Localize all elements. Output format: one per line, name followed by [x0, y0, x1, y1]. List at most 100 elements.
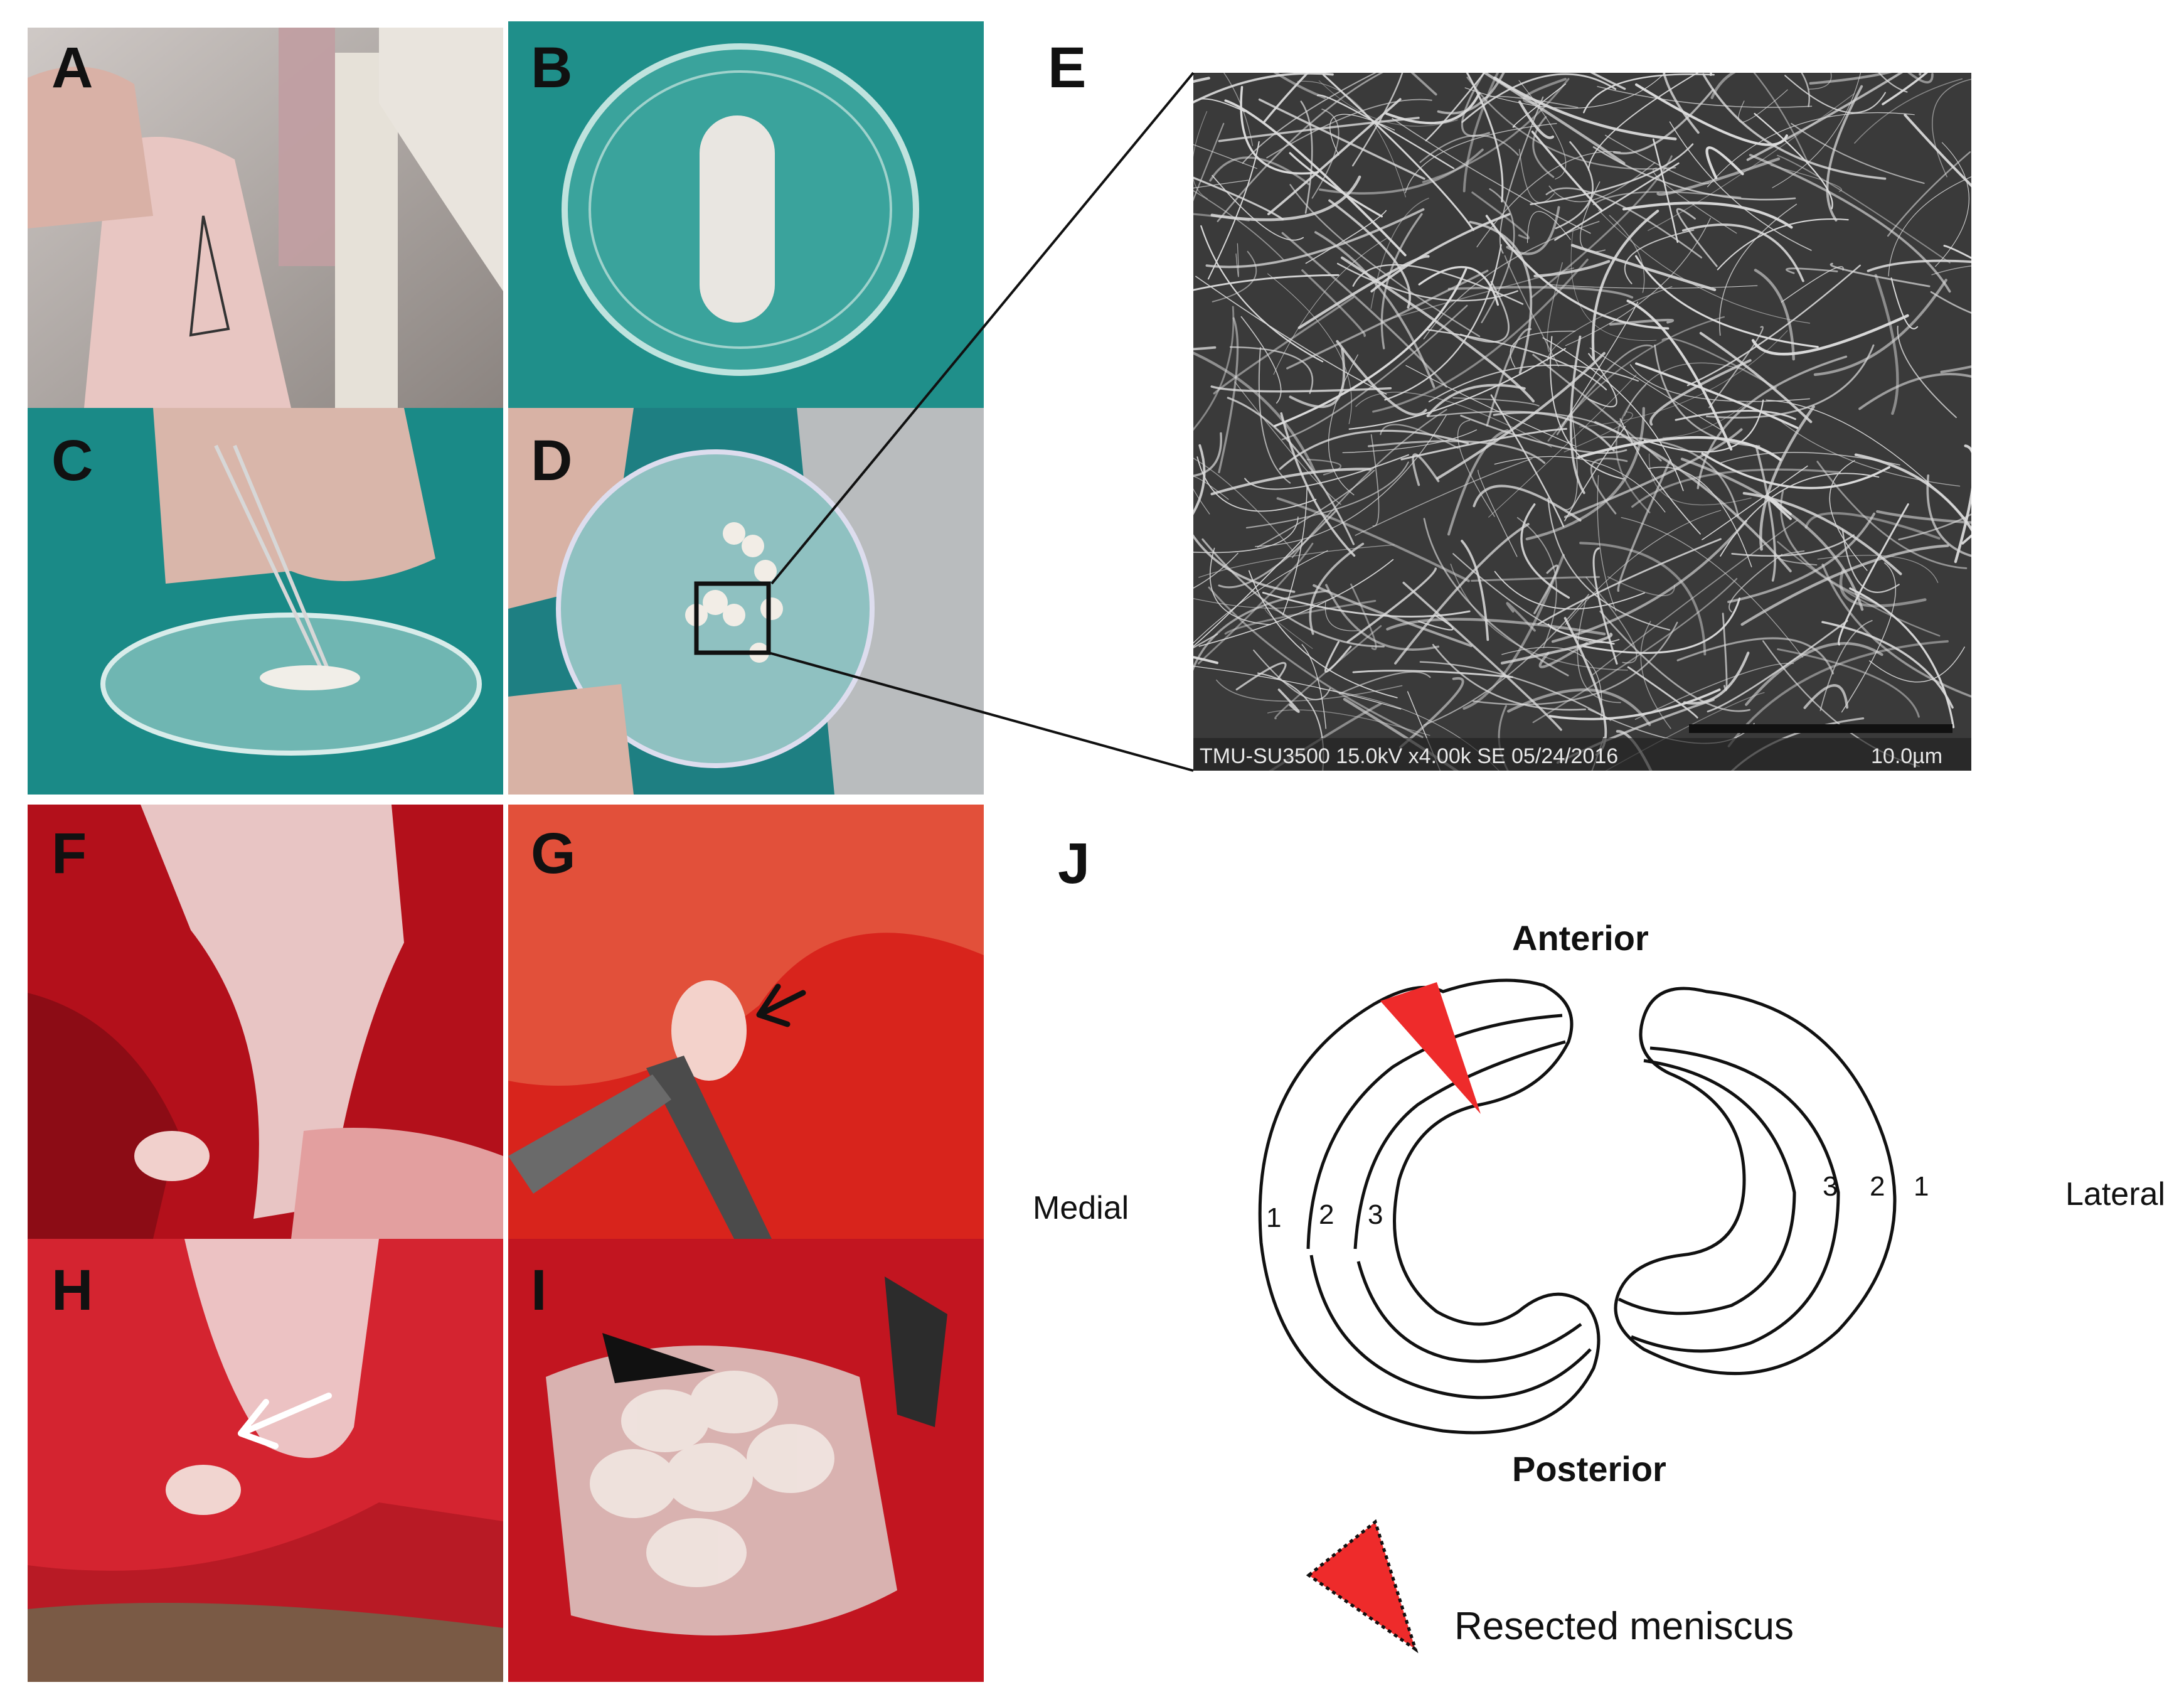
sem-fiber — [1350, 583, 1377, 650]
sem-fiber — [1380, 213, 1423, 350]
sem-fiber — [1301, 269, 1366, 337]
sem-fiber — [1257, 672, 1324, 771]
sem-fiber — [1930, 291, 1971, 314]
sem-fiber — [1838, 503, 1909, 646]
panel-label-e: E — [1048, 36, 1087, 100]
sem-fiber — [1240, 316, 1282, 404]
sem-fiber — [1342, 429, 1478, 453]
sem-fiber — [1518, 149, 1555, 203]
panel-label-g: G — [531, 822, 576, 886]
sem-fiber — [1197, 542, 1314, 665]
sem-fiber — [1193, 144, 1258, 169]
sem-fiber — [1590, 73, 1626, 90]
sem-fiber — [1384, 244, 1502, 401]
sem-fiber — [1372, 259, 1589, 413]
sem-fiber — [1808, 73, 1832, 90]
sem-fiber — [1289, 184, 1481, 338]
panel-label-f: F — [51, 822, 87, 886]
sem-fiber — [1621, 516, 1803, 658]
sem-fiber — [1218, 317, 1239, 474]
sem-fiber — [1193, 190, 1284, 260]
sem-fiber — [1738, 89, 1788, 123]
sem-fiber — [1582, 597, 1741, 654]
panel-label-a: A — [51, 36, 93, 100]
sem-fiber — [1722, 613, 1728, 691]
sem-fiber — [1481, 188, 1515, 324]
sem-fiber — [1273, 73, 1326, 99]
sem-fiber — [1264, 607, 1313, 650]
sem-fiber — [1472, 621, 1678, 705]
sem-fiber — [1648, 93, 1855, 232]
sem-fiber — [1890, 277, 1919, 329]
sem-fiber — [1749, 154, 1951, 293]
sem-fiber — [1494, 570, 1645, 610]
sem-fiber — [1577, 436, 1782, 461]
sem-fiber — [1841, 562, 1897, 713]
sem-fiber — [1452, 397, 1540, 407]
photo-panel-f — [28, 805, 503, 1239]
sem-fiber — [1506, 206, 1560, 255]
sem-fiber — [1669, 121, 1812, 251]
sem-fiber — [1370, 213, 1511, 293]
sem-fiber — [1213, 296, 1355, 395]
sem-fiber — [1592, 191, 1742, 205]
sem-fiber — [1565, 217, 1711, 346]
sem-fiber — [1306, 458, 1341, 476]
sem-fiber — [1609, 215, 1645, 293]
sem-fiber — [1198, 544, 1395, 578]
sem-fiber — [1592, 520, 1798, 676]
sem-fiber — [1279, 429, 1469, 470]
sem-fiber — [1407, 691, 1441, 771]
sem-fiber — [1460, 414, 1627, 454]
sem-fiber — [1193, 534, 1296, 593]
sem-fiber — [1300, 100, 1313, 214]
sem-fiber — [1216, 679, 1403, 702]
sem-fiber — [1471, 575, 1600, 582]
sem-fiber — [1318, 148, 1484, 195]
sem-fiber — [1280, 412, 1356, 557]
sem-fiber — [1717, 218, 1849, 270]
sem-fiber — [1418, 615, 1454, 631]
sem-fiber — [1193, 73, 1334, 104]
sem-fiber — [1570, 244, 1717, 291]
sem-fiber — [1258, 347, 1291, 484]
sem-fiber — [1547, 497, 1671, 631]
sem-fiber — [1604, 134, 1710, 185]
sem-fiber — [1563, 428, 1743, 518]
sem-fiber — [1740, 544, 1949, 626]
photo-panel-h — [28, 1239, 503, 1682]
sem-fiber — [1770, 164, 1842, 192]
sem-fiber — [1849, 587, 1955, 729]
sem-fiber — [1193, 176, 1284, 221]
sem-fiber — [1428, 364, 1639, 403]
sem-fiber — [1676, 208, 1718, 267]
sem-fiber — [1803, 684, 1849, 709]
sem-fiber — [1258, 98, 1425, 180]
sem-fiber — [1368, 440, 1546, 464]
sem-fiber — [1547, 286, 1673, 361]
sem-fiber — [1597, 86, 1813, 108]
sem-fiber — [1276, 497, 1470, 582]
zone-lateral-2: 2 — [1870, 1171, 1885, 1202]
sem-fiber — [1227, 397, 1355, 545]
sem-fiber — [1935, 142, 1969, 267]
sem-fiber — [1813, 279, 1947, 377]
sem-fiber — [1926, 474, 1971, 557]
sem-fiber — [1661, 337, 1777, 389]
sem-fiber — [1512, 83, 1567, 128]
sem-fiber — [1209, 547, 1271, 626]
sem-fiber — [1777, 154, 1951, 264]
sem-fiber — [1336, 340, 1427, 416]
sem-fiber — [1809, 73, 1892, 85]
sem-fiber — [1547, 262, 1563, 353]
sem-fiber — [1400, 427, 1567, 461]
sem-fiber — [1205, 208, 1425, 269]
sem-fiber — [1617, 459, 1671, 592]
resected-wedge — [1380, 982, 1481, 1114]
sem-fiber — [1473, 484, 1582, 522]
sem-fiber — [1399, 677, 1464, 749]
sem-fiber — [1626, 299, 1733, 451]
sem-fiber — [1569, 335, 1585, 495]
sem-fiber — [1676, 637, 1835, 675]
